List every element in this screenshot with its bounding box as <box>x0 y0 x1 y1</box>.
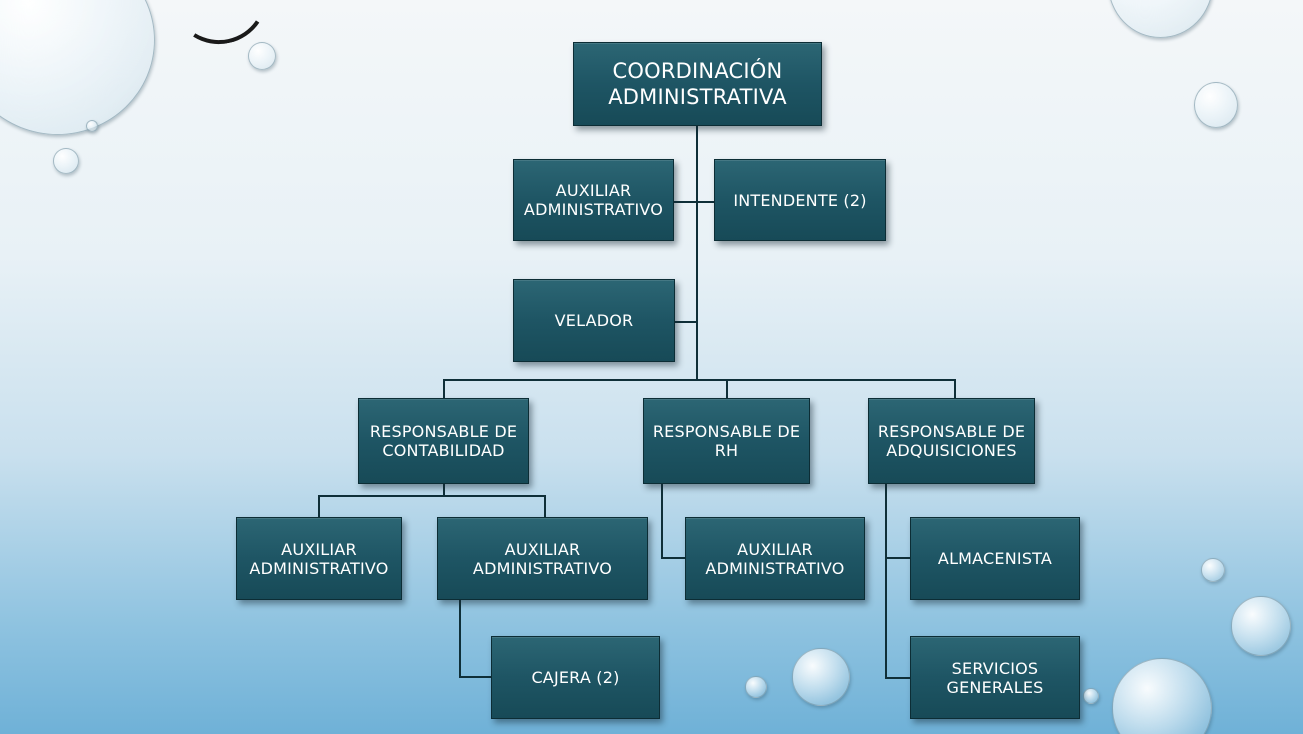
water-drop-medium <box>792 648 850 706</box>
connector-drop-adquisiciones <box>954 379 956 398</box>
connector-cajera-horizontal <box>459 676 493 678</box>
water-drop-tiny <box>1083 688 1099 704</box>
node-auxiliar-administrativo-contabilidad-1: AUXILIAR ADMINISTRATIVO <box>236 517 402 600</box>
connector-rh-vertical <box>661 483 663 559</box>
water-drop-small <box>248 42 276 70</box>
connector-velador <box>674 321 697 323</box>
node-auxiliar-administrativo-contabilidad-2: AUXILIAR ADMINISTRATIVO <box>437 517 648 600</box>
node-almacenista: ALMACENISTA <box>910 517 1080 600</box>
node-responsable-contabilidad: RESPONSABLE DE CONTABILIDAD <box>358 398 529 484</box>
node-auxiliar-administrativo-top: AUXILIAR ADMINISTRATIVO <box>513 159 674 241</box>
connector-contabilidad-left-drop <box>318 495 320 517</box>
connector-contabilidad-horizontal <box>318 495 546 497</box>
connector-contabilidad-right-drop <box>544 495 546 517</box>
node-coordinacion-administrativa: COORDINACIÓN ADMINISTRATIVA <box>573 42 822 126</box>
water-drop-large-top-left <box>0 0 155 135</box>
water-drop-small <box>745 676 767 698</box>
connector-contabilidad-down <box>443 483 445 497</box>
connector-auxiliar-intendente <box>672 201 716 203</box>
node-auxiliar-administrativo-rh: AUXILIAR ADMINISTRATIVO <box>685 517 865 600</box>
node-cajera: CAJERA (2) <box>491 636 660 719</box>
node-responsable-adquisiciones: RESPONSABLE DE ADQUISICIONES <box>868 398 1035 484</box>
water-drop-medium <box>1231 596 1291 656</box>
water-drop-tiny <box>86 120 98 132</box>
node-responsable-rh: RESPONSABLE DE RH <box>643 398 810 484</box>
connector-drop-rh <box>726 379 728 398</box>
node-intendente: INTENDENTE (2) <box>714 159 886 241</box>
connector-cajera-vertical <box>459 599 461 678</box>
connector-almacenista-horizontal <box>885 557 912 559</box>
node-servicios-generales: SERVICIOS GENERALES <box>910 636 1080 719</box>
water-drop-medium <box>1194 82 1238 128</box>
node-velador: VELADOR <box>513 279 675 362</box>
connector-rh-horizontal <box>661 557 687 559</box>
connector-adquisiciones-vertical <box>885 483 887 679</box>
connector-servicios-horizontal <box>885 677 912 679</box>
water-drop-large-bottom-right <box>1112 658 1212 734</box>
water-drop-tiny <box>1201 558 1225 582</box>
connector-level2-horizontal <box>443 379 956 381</box>
water-drop-large-top-right <box>1108 0 1213 38</box>
water-drop-small <box>53 148 79 174</box>
connector-drop-contabilidad <box>443 379 445 398</box>
connector-trunk-vertical <box>696 125 698 380</box>
